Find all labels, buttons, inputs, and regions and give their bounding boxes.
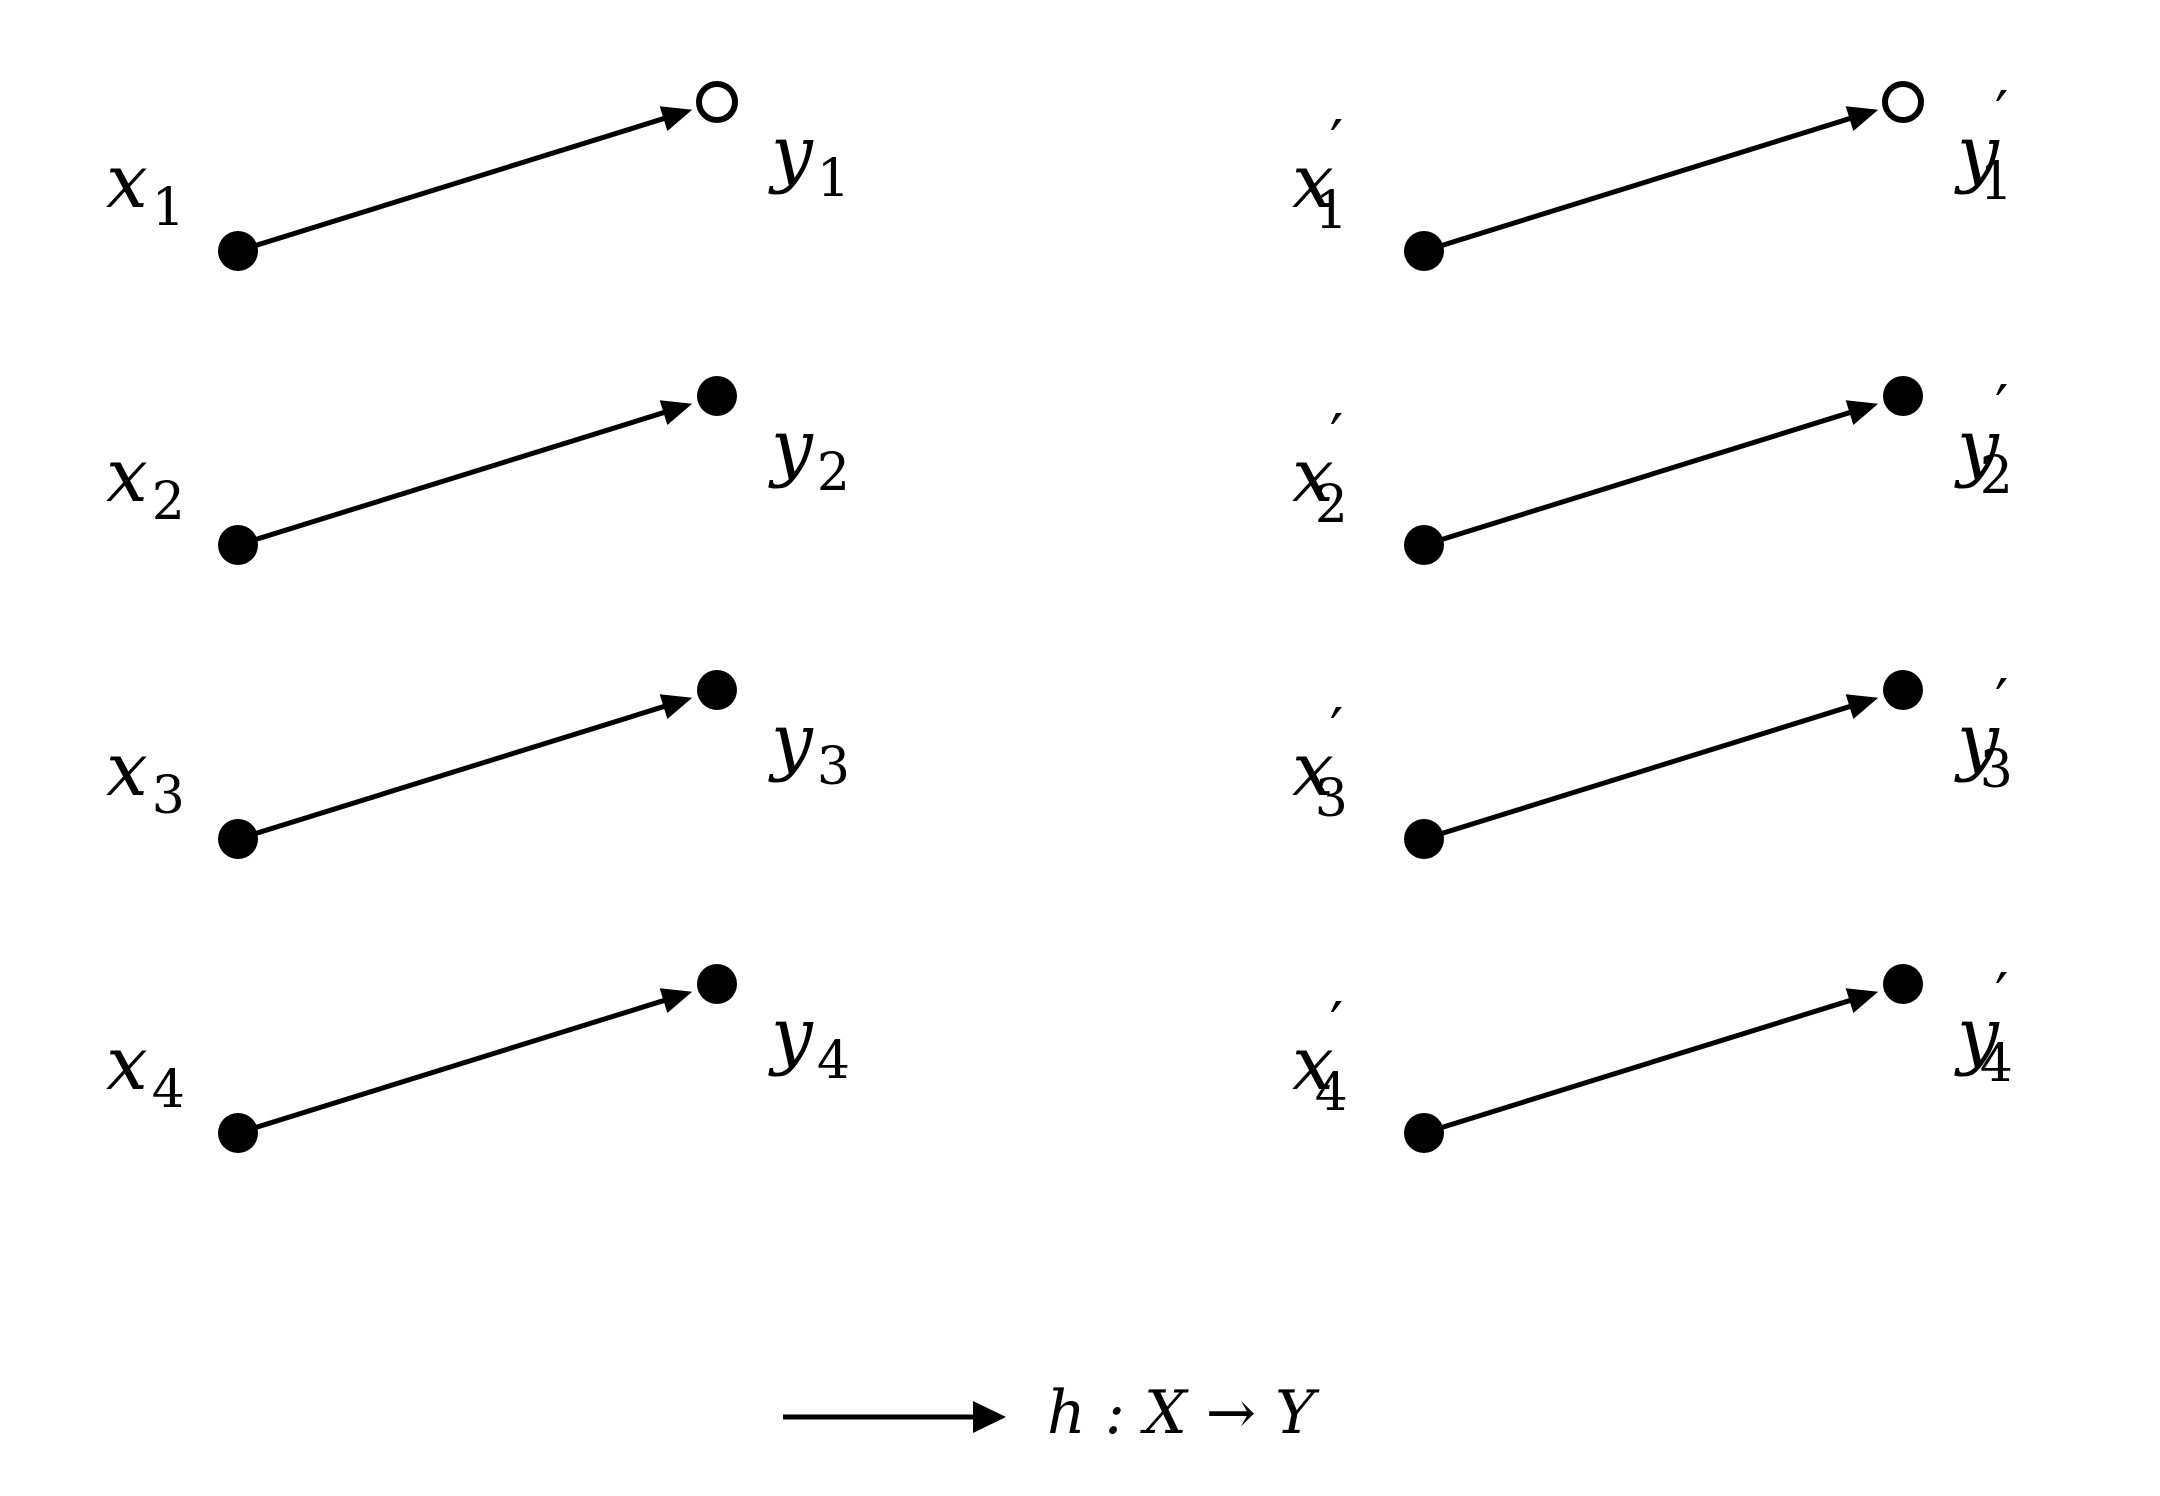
source-point <box>1404 819 1444 859</box>
source-point <box>218 525 258 565</box>
target-label: y4 <box>768 992 850 1091</box>
source-label: x′2 <box>1292 402 1348 535</box>
source-point <box>1404 525 1444 565</box>
target-label: y′4 <box>1954 961 2013 1094</box>
mapping-row-right-1: x′1 y′1 <box>1292 79 2013 271</box>
target-point-open <box>1882 81 1924 123</box>
mapping-arrow <box>1423 115 1855 254</box>
target-point <box>1883 376 1923 416</box>
target-point <box>697 670 737 710</box>
mapping-arrowhead <box>1845 694 1879 720</box>
mapping-arrow <box>237 115 669 254</box>
mapping-arrowhead <box>659 106 693 132</box>
mapping-row-left-3: x3 y3 <box>106 670 850 859</box>
mapping-row-left-1: x1 y1 <box>106 81 850 271</box>
legend-label: h : X → Y <box>1047 1378 1320 1448</box>
mapping-arrowhead <box>659 988 693 1014</box>
target-label: y′3 <box>1954 667 2013 800</box>
mapping-row-right-3: x′3 y′3 <box>1292 667 2013 859</box>
source-point <box>218 819 258 859</box>
source-label: x2 <box>106 433 185 532</box>
mapping-arrow <box>237 997 669 1136</box>
source-label: x′4 <box>1292 990 1348 1123</box>
source-point <box>218 231 258 271</box>
mapping-row-right-2: x′2 y′2 <box>1292 373 2013 565</box>
mapping-row-left-4: x4 y4 <box>106 964 850 1153</box>
mapping-arrowhead <box>659 694 693 720</box>
target-point <box>697 376 737 416</box>
source-point <box>218 1113 258 1153</box>
target-label: y′1 <box>1954 79 2013 212</box>
target-label: y3 <box>768 698 850 797</box>
mapping-arrow <box>1423 703 1855 842</box>
source-label: x4 <box>106 1021 185 1120</box>
mapping-arrow <box>237 703 669 842</box>
source-point <box>1404 231 1444 271</box>
source-label: x3 <box>106 727 185 826</box>
source-label: x1 <box>106 139 185 238</box>
mapping-arrowhead <box>659 400 693 426</box>
target-point <box>1883 670 1923 710</box>
mapping-row-left-2: x2 y2 <box>106 376 850 565</box>
target-label: y1 <box>768 110 850 209</box>
mapping-arrowhead <box>1845 988 1879 1014</box>
mapping-arrowhead <box>1845 106 1879 132</box>
source-label: x′1 <box>1292 108 1348 241</box>
mapping-rows: x1 y1 x2 y2 x3 y3 x4 y4 x′1 y′1 x′2 y′2 x′3 y′3 x′4 y′4 <box>106 79 2013 1153</box>
mapping-arrow <box>1423 409 1855 548</box>
target-label: y2 <box>768 404 850 503</box>
target-point-open <box>696 81 738 123</box>
legend-arrow-head <box>973 1401 1006 1433</box>
source-label: x′3 <box>1292 696 1348 829</box>
legend: h : X → Y <box>783 1378 1320 1448</box>
target-point <box>1883 964 1923 1004</box>
mapping-row-right-4: x′4 y′4 <box>1292 961 2013 1153</box>
target-point <box>697 964 737 1004</box>
target-label: y′2 <box>1954 373 2013 506</box>
mapping-arrow <box>237 409 669 548</box>
mapping-arrowhead <box>1845 400 1879 426</box>
mapping-arrow <box>1423 997 1855 1136</box>
source-point <box>1404 1113 1444 1153</box>
